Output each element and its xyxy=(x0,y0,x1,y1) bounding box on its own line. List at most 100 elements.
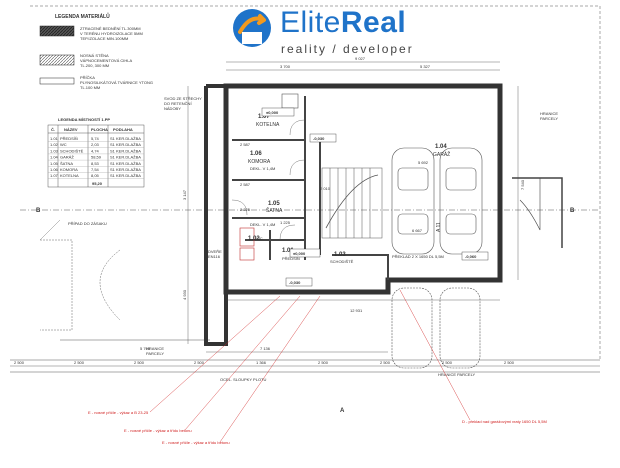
svod-line-3: NÁDOBY xyxy=(164,106,181,111)
dim-garage-1: 6 667 xyxy=(412,228,423,233)
right-retaining-wall xyxy=(512,177,563,248)
rooms-table-cell: 1.02 xyxy=(50,142,59,147)
dim-garage-2: 5 692 xyxy=(418,160,429,165)
room-105-name: ŠATNA xyxy=(266,207,283,214)
red-notes: E - nosné příčle - výkaz a B 23-25 E - n… xyxy=(88,289,547,445)
materials-legend: LEGENDA MATERIÁLŮ ZTRACENÉ BEDNĚNÍ TL.30… xyxy=(39,12,153,90)
level-garage: -0,060 xyxy=(465,254,477,259)
brand-tagline: reality / developer xyxy=(281,42,414,56)
garage-cars xyxy=(391,147,483,369)
rooms-table-header-name: NÁZEV xyxy=(64,127,78,132)
misc-labels: SVOD ZE STŘECHY DO RETENČNÍ NÁDOBY PŘÍPA… xyxy=(36,96,575,414)
dvere-line-1: DVEŘE xyxy=(208,249,222,254)
dim-base-2: 2 500 xyxy=(74,360,85,365)
room-107-num: 1.07 xyxy=(258,114,270,120)
rooms-table-cell: 5,74 xyxy=(91,136,100,141)
a11-label: A 11 xyxy=(436,222,442,232)
rooms-table: LEGENDA MÍSTNOSTÍ 1.PP Č. NÁZEV PLOCHA P… xyxy=(47,117,145,188)
rooms-table-cell: S1 KER.DLAŽBA xyxy=(110,173,141,178)
dim-bottom-3: 5 795 xyxy=(140,346,151,351)
section-b-left: B xyxy=(36,208,41,214)
dim-top-1: 9 027 xyxy=(355,56,366,61)
room-107-name: KOTELNA xyxy=(256,122,280,128)
building-walls xyxy=(204,83,503,346)
legend-title: LEGENDA MATERIÁLŮ xyxy=(55,12,110,20)
rooms-table-cell: S1 KER.DLAŽBA xyxy=(110,167,141,172)
dim-k3: 2 225 xyxy=(240,207,251,212)
dim-base-8: 2 500 xyxy=(442,360,453,365)
legend-item-1-line-3: TEP.IZOLACE MIN.100MM xyxy=(80,36,128,41)
rooms-table-cell: 2,03 xyxy=(91,142,100,147)
svod-line-2: DO RETENČNÍ xyxy=(164,101,192,106)
hranice-bottom-2: PARCELY xyxy=(146,351,164,356)
preklad-label: PŘEKLAD 2 X 1650 DL 5,5M xyxy=(392,254,444,259)
red-note-1: E - nosné příčle - výkaz a B 23-25 xyxy=(88,410,149,415)
rooms-table-cell: KOTELNA xyxy=(60,173,79,178)
car-4 xyxy=(439,287,481,369)
rooms-table-cell: ŠATNA xyxy=(60,161,73,166)
dim-bottom-2: 7 136 xyxy=(260,346,271,351)
stair xyxy=(321,167,383,239)
dim-base-4: 2 500 xyxy=(194,360,205,365)
dim-base-9: 2 500 xyxy=(504,360,515,365)
dim-k2: 2 587 xyxy=(240,182,251,187)
rooms-table-header-num: Č. xyxy=(51,127,55,132)
legend-swatch-3 xyxy=(39,77,75,85)
dim-k4: 1 225 xyxy=(280,220,291,225)
level-markers: ±0,000 -0,030 -0,030 -0,060 ±0,000 xyxy=(261,107,489,287)
predpis-label: PŘÍPAD DO ZÁSAKU xyxy=(68,221,107,226)
legend-item-3-line-1: PŘÍČKA xyxy=(80,75,95,80)
dim-bottom-1: 12 931 xyxy=(350,308,363,313)
legend-swatch-2 xyxy=(39,54,75,66)
room-104-num: 1.04 xyxy=(435,144,447,150)
rooms-table-cell: S1 KER.DLAŽBA xyxy=(110,148,141,153)
rooms-table-cell: 1.06 xyxy=(50,167,59,172)
dekl-label-2: DEKL. V 1,4M xyxy=(250,166,275,171)
rooms-table-cell: 1.01 xyxy=(50,136,59,141)
rooms-table-cell: S1 KER.DLAŽBA xyxy=(110,142,141,147)
room-104-name: GARÁŽ xyxy=(433,150,450,158)
dim-base-7: 2 500 xyxy=(380,360,391,365)
car-3 xyxy=(391,287,433,369)
rooms-table-cell: 8,05 xyxy=(91,173,100,178)
room-106-num: 1.06 xyxy=(250,151,262,157)
dim-base-6: 2 500 xyxy=(318,360,329,365)
rooms-table-total: 95,20 xyxy=(92,181,103,186)
red-note-2: E - nosné příčle - výkaz a třídu betonu xyxy=(124,428,192,433)
room-103-num: 1.03 xyxy=(334,252,346,258)
rooms-table-cell: 8,53 xyxy=(91,161,100,166)
rooms-table-cell: 1.04 xyxy=(50,155,59,160)
rooms-table-cell: 7,54 xyxy=(91,167,100,172)
room-101-num: 1.01 xyxy=(282,248,294,254)
dimension-lines xyxy=(10,61,600,367)
rooms-table-cell: SCHODIŠTĚ xyxy=(60,148,84,153)
dim-top-3: 5 327 xyxy=(420,64,431,69)
legend-item-1-line-1: ZTRACENÉ BEDNĚNÍ TL.300MM xyxy=(80,26,141,31)
rooms-table-cell: S1 KER.DLAŽBA xyxy=(110,136,141,141)
dim-k5: 2 010 xyxy=(320,186,331,191)
red-note-3: E - nosné příčle - výkaz a třídu betonu xyxy=(162,440,230,445)
rooms-table-cell: GARÁŽ xyxy=(60,155,74,160)
hranice-right-2: PARCELY xyxy=(540,116,558,121)
rooms-table-header-floor: PODLAHA xyxy=(113,127,133,132)
car-2 xyxy=(439,147,483,255)
ocel-label: OCEL. SLOUPKY PLOTU xyxy=(220,377,266,382)
left-paving xyxy=(39,219,121,331)
level-hall: ±0,000 xyxy=(293,251,306,256)
boiler xyxy=(281,93,299,109)
rooms-table-cell: PŘEDSÍŇ xyxy=(60,136,78,141)
rooms-table-cell: KOMORA xyxy=(60,167,78,172)
room-102-num: 1.02 xyxy=(248,236,260,242)
rooms-table-title: LEGENDA MÍSTNOSTÍ 1.PP xyxy=(58,117,110,122)
level-entry: -0,030 xyxy=(289,280,301,285)
legend-item-1-line-2: V TERÉNU HYDROIZOLACE 5MM xyxy=(80,31,143,36)
dim-base-3: 2 500 xyxy=(134,360,145,365)
dim-top-2: 3 700 xyxy=(280,64,291,69)
brand-logo-icon xyxy=(232,6,272,50)
legend-item-3-line-2: PLYNOSILIKÁTOVÁ TVÁRNICE YTONG xyxy=(80,80,153,85)
room-106-name: KOMORA xyxy=(248,159,271,165)
room-105-num: 1.05 xyxy=(268,201,280,207)
level-stair: -0,030 xyxy=(313,136,325,141)
legend-swatch-1 xyxy=(39,25,75,37)
